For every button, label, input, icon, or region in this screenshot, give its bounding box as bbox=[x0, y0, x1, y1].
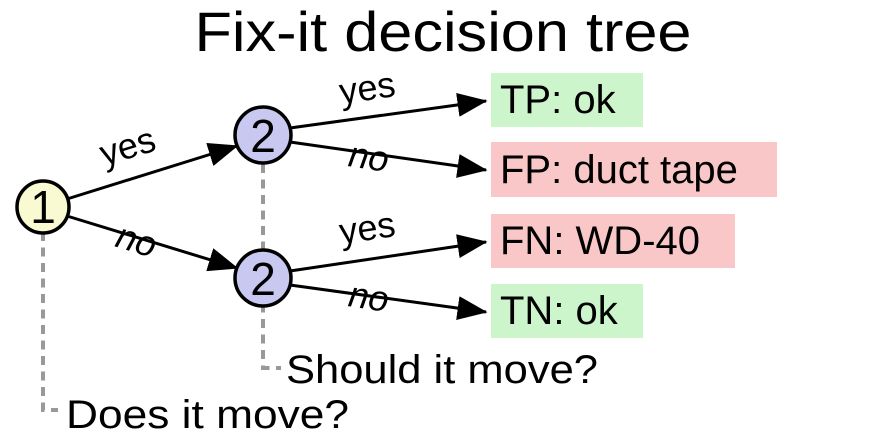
decision-node-upper-circle bbox=[233, 105, 293, 165]
root-node-label: 1 bbox=[30, 181, 56, 233]
edge-2a-to-fp bbox=[289, 140, 488, 178]
edge-label-no-2a-fp: no bbox=[346, 133, 392, 179]
outcome-box-fp bbox=[491, 142, 777, 197]
outcome-label-tn: TN: ok bbox=[500, 289, 619, 333]
outcome-box-fn bbox=[491, 214, 735, 268]
edge-label-yes-1-2a: yes bbox=[95, 118, 161, 174]
decision-node-lower-circle bbox=[233, 248, 293, 308]
edge-2a-to-tp bbox=[289, 93, 488, 130]
edge-2b-to-fn bbox=[289, 234, 488, 273]
edge-label-no-1-2b: no bbox=[112, 215, 162, 266]
outcome-label-tp: TP: ok bbox=[500, 78, 617, 122]
question-should-it-move: Should it move? bbox=[286, 348, 598, 392]
dashed-connector-node1 bbox=[41, 232, 58, 412]
question-does-it-move: Does it move? bbox=[66, 393, 349, 437]
outcome-label-fn: FN: WD-40 bbox=[500, 219, 700, 263]
edge-1-to-2a bbox=[66, 143, 239, 201]
edge-label-yes-2a-tp: yes bbox=[336, 63, 397, 112]
outcome-label-fp: FP: duct tape bbox=[500, 148, 738, 192]
diagram-title: Fix-it decision tree bbox=[195, 0, 692, 63]
decision-node-lower-label: 2 bbox=[250, 253, 276, 305]
edge-label-yes-2b-fn: yes bbox=[336, 203, 397, 252]
decision-node-upper-label: 2 bbox=[250, 110, 276, 162]
dashed-connector-node2 bbox=[261, 164, 281, 370]
edge-label-no-2b-tn: no bbox=[346, 273, 392, 319]
outcome-box-tp bbox=[491, 73, 643, 127]
root-node-circle bbox=[15, 179, 71, 235]
edge-2b-to-tn bbox=[289, 283, 488, 320]
edge-1-to-2b bbox=[66, 214, 239, 272]
outcome-box-tn bbox=[491, 284, 643, 338]
